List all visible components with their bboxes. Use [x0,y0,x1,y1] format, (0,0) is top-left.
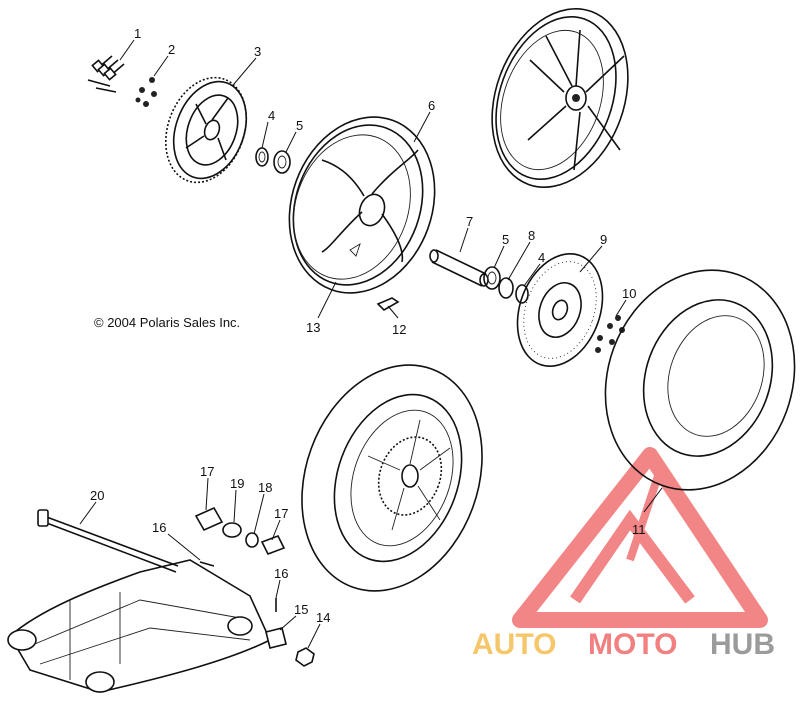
wheel-rim-part-6 [288,116,436,294]
adjuster-block-part-17-left [194,506,224,532]
callout-8: 8 [528,228,535,243]
watermark-text-hub: HUB [710,628,775,661]
wheel-assembled-bottom [301,364,483,592]
sprocket-part-3 [164,76,248,184]
callout-16-lower: 16 [274,566,288,581]
callout-labels: 1 2 3 4 5 6 7 5 8 4 9 10 11 12 13 14 15 … [90,26,646,625]
callout-14: 14 [316,610,330,625]
washer-part-4-middle [515,284,529,304]
wheel-assembled-top [491,8,629,188]
block-part-15 [265,627,287,649]
callout-5-top: 5 [296,118,303,133]
bolt-part-16-upper [199,561,215,567]
callout-2: 2 [168,42,175,57]
callout-17-left: 17 [200,464,214,479]
watermark-text-moto: MOTO [588,628,677,661]
valve-stem-part-12 [376,297,400,311]
callout-17-right: 17 [274,506,288,521]
callout-1: 1 [134,26,141,41]
swing-arm-assembly [7,509,272,693]
callout-9: 9 [600,232,607,247]
callout-15: 15 [294,602,308,617]
spacer-part-19 [222,522,242,538]
bearing-part-5-middle [483,266,501,290]
tire-part-11 [604,269,796,491]
brake-disc-part-9 [516,253,604,367]
callout-18: 18 [258,480,272,495]
callout-4-top: 4 [268,108,275,123]
callout-10: 10 [622,286,636,301]
callout-7: 7 [466,214,473,229]
leader-lines [79,39,663,649]
bolt-set-part-1 [87,55,125,93]
nut-set-part-2 [135,77,157,107]
callout-16-upper: 16 [152,520,166,535]
watermark-text-auto: AUTO [472,628,556,661]
watermark-logo [512,447,768,628]
seal-part-8 [498,277,514,299]
callout-4-middle: 4 [538,250,545,265]
watermark-wordmark: AUTO MOTO HUB [472,628,775,661]
callout-3: 3 [254,44,261,59]
copyright-notice: © 2004 Polaris Sales Inc. [94,315,240,330]
bearing-part-5-top [273,150,291,174]
callout-12: 12 [392,322,406,337]
callout-11: 11 [632,522,646,537]
washer-part-18 [245,532,259,548]
callout-13: 13 [306,320,320,335]
callout-6: 6 [428,98,435,113]
axle-spacer-part-7 [429,249,489,287]
callout-19: 19 [230,476,244,491]
washer-part-4-top [255,147,269,167]
callout-20: 20 [90,488,104,503]
nut-part-14 [295,647,315,667]
callout-5-middle: 5 [502,232,509,247]
